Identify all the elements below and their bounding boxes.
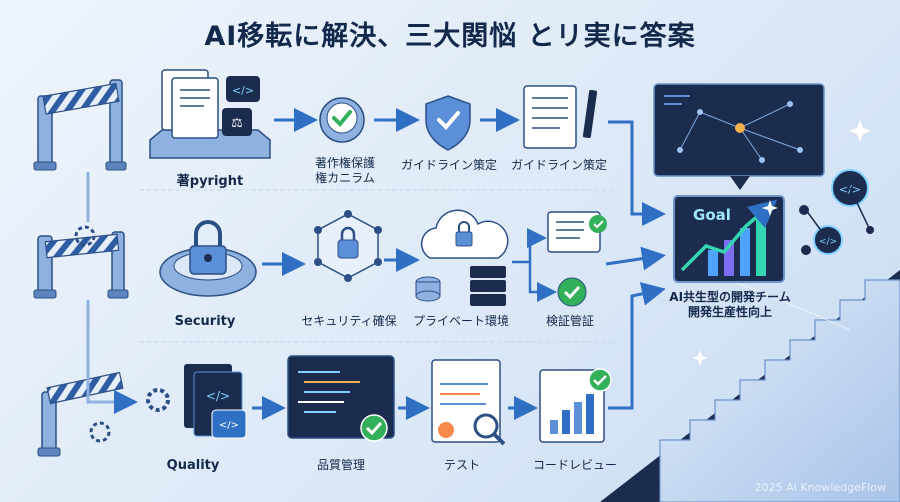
shield-check-icon [425,95,471,151]
code-glyph-2: </> [206,389,230,403]
row-2-label: Security [174,314,236,329]
barrier-2 [33,225,129,299]
row-3-label: Quality [166,458,220,473]
barrier-3 [37,371,124,457]
step-1-2-label: ガイドライン策定 [400,158,497,172]
row-2-arrows [262,228,666,302]
cloud-server-icon [415,209,509,306]
footer-credit: 2025 AI KnowledgeFlow [754,481,886,494]
row-separators [140,189,615,343]
step-2-3-label: 検証管証 [545,314,594,328]
page-title: AI移転に解決、三大関悩 とリ実に答案 [204,21,696,52]
row-1-label: 著pyright [176,174,244,189]
step-2-1-label: セキュリティ確保 [301,314,397,328]
left-connectors [86,172,138,414]
quality-code-icon: </> </> [146,364,247,439]
row-1-arrows [274,108,666,226]
barrier-1 [33,79,127,171]
step-1-1-label: 著作権保護 権カニラム [314,156,375,185]
step-2-2-label: プライベート環境 [412,314,509,328]
staircase [600,269,900,502]
glow-orbs: </> </> [799,169,874,255]
sparkle-icons [692,120,871,366]
verify-doc-icon [547,211,607,307]
goal-badge: Goal [693,206,731,224]
test-window-icon [431,359,506,446]
code-glyph-5: </> [819,237,837,247]
network-lock-icon [314,210,382,282]
lock-gear-icon [159,220,257,297]
review-chart-icon [539,368,612,443]
code-glyph-1: </> [232,84,254,97]
code-screen-icon [287,355,395,442]
step-3-2-label: テスト [443,458,480,472]
row-3-arrows [252,282,666,420]
document-pen-icon [523,85,598,149]
step-3-1-label: 品質管理 [316,458,365,472]
goal-chart-screen: Goal [673,195,785,283]
step-3-3-label: コードレビュー [532,458,617,472]
goal-caption: AI共生型の開発チーム 開発生産性向上 [669,290,791,319]
svg-text:⚖: ⚖ [231,116,243,131]
check-circle-icon [319,97,365,143]
copyright-documents-icon: </> ⚖ [149,69,271,159]
network-screen-icon [653,83,825,190]
step-1-3-label: ガイドライン策定 [510,158,607,172]
code-glyph-3: </> [219,420,239,431]
